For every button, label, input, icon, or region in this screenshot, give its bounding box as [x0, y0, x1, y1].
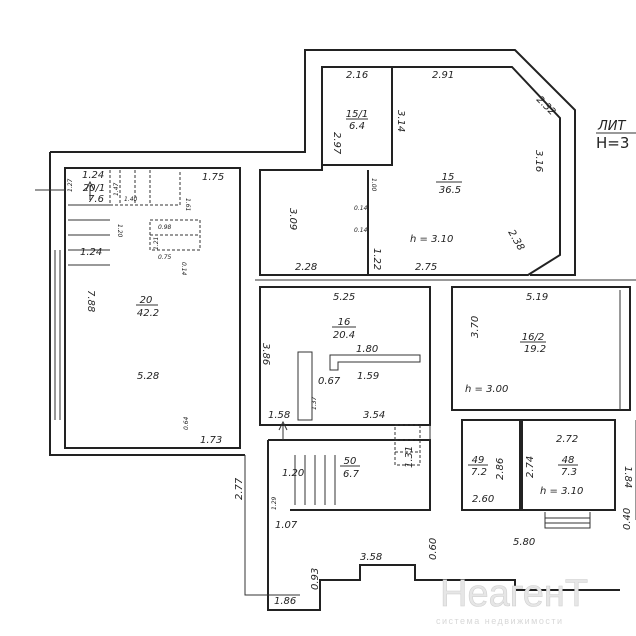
svg-text:5.80: 5.80 [513, 537, 535, 548]
svg-text:1.07: 1.07 [275, 520, 298, 531]
svg-text:1.00: 1.00 [370, 178, 377, 192]
svg-text:h = 3.10: h = 3.10 [540, 486, 583, 497]
svg-text:1.37: 1.37 [311, 396, 318, 410]
svg-text:0.14: 0.14 [180, 262, 187, 276]
svg-text:16/2: 16/2 [522, 332, 544, 343]
svg-text:1.31: 1.31 [404, 446, 415, 468]
svg-text:3.58: 3.58 [360, 552, 382, 563]
svg-text:0.40: 0.40 [622, 508, 633, 530]
room-15-1-label: 15/1 6.4 [346, 109, 368, 132]
svg-text:H=3: H=3 [596, 134, 629, 152]
svg-text:НеагенТ: НеагенТ [440, 573, 588, 615]
svg-text:2.28: 2.28 [295, 262, 317, 273]
svg-text:2.75: 2.75 [415, 262, 437, 273]
svg-text:0.14: 0.14 [354, 205, 368, 212]
svg-text:h = 3.10: h = 3.10 [410, 234, 453, 245]
svg-text:15: 15 [442, 172, 455, 183]
svg-text:48: 48 [562, 455, 575, 466]
stairs [35, 170, 591, 529]
svg-text:50: 50 [344, 456, 357, 467]
svg-text:1.20: 1.20 [282, 468, 304, 479]
svg-text:2.91: 2.91 [432, 70, 454, 81]
svg-text:5.28: 5.28 [137, 371, 159, 382]
svg-text:2.74: 2.74 [525, 456, 536, 478]
svg-text:7.2: 7.2 [471, 467, 487, 478]
room-48-label: 48 7.3 h = 3.10 [540, 455, 583, 497]
walls [49, 49, 636, 611]
svg-text:ЛИТ: ЛИТ [597, 119, 627, 134]
svg-text:3.09: 3.09 [287, 208, 298, 230]
svg-text:7.3: 7.3 [561, 467, 577, 478]
room-50-label: 50 6.7 [340, 456, 360, 480]
svg-text:2.32: 2.32 [534, 94, 558, 118]
room-20-1-label: 20/1 7.6 [83, 183, 105, 205]
svg-text:3.70: 3.70 [470, 316, 481, 338]
svg-text:1.61: 1.61 [184, 198, 191, 211]
svg-text:5.19: 5.19 [526, 292, 548, 303]
svg-text:49: 49 [472, 455, 485, 466]
svg-text:0.14: 0.14 [354, 227, 368, 234]
svg-text:1.27: 1.27 [67, 178, 74, 192]
svg-text:0.93: 0.93 [310, 568, 321, 590]
svg-text:1.20: 1.20 [116, 224, 123, 238]
room-16-label: 16 20.4 [332, 317, 356, 341]
svg-text:5.25: 5.25 [333, 292, 355, 303]
svg-text:7.6: 7.6 [88, 194, 104, 205]
svg-text:7.88: 7.88 [85, 290, 96, 312]
svg-text:36.5: 36.5 [439, 185, 461, 196]
svg-text:3.14: 3.14 [395, 110, 406, 132]
svg-text:0.60: 0.60 [428, 538, 439, 560]
svg-text:1.80: 1.80 [356, 344, 378, 355]
svg-text:19.2: 19.2 [524, 344, 546, 355]
svg-text:42.2: 42.2 [137, 308, 159, 319]
svg-text:2.60: 2.60 [472, 494, 494, 505]
watermark-logo: НеагенТ система недвижимости [436, 573, 588, 626]
svg-text:1.24: 1.24 [82, 170, 104, 181]
svg-text:0.75: 0.75 [158, 254, 172, 261]
room-15-label: 15 36.5 h = 3.10 [410, 172, 462, 245]
svg-text:6.7: 6.7 [343, 469, 360, 480]
svg-text:3.54: 3.54 [363, 410, 385, 421]
svg-text:6.4: 6.4 [349, 121, 365, 132]
svg-text:1.40: 1.40 [124, 196, 138, 203]
svg-text:0.64: 0.64 [183, 416, 190, 430]
svg-text:15/1: 15/1 [346, 109, 368, 120]
svg-text:1.84: 1.84 [622, 466, 633, 488]
svg-text:1.29: 1.29 [271, 496, 278, 510]
svg-text:2.16: 2.16 [346, 70, 368, 81]
svg-text:2.97: 2.97 [331, 132, 342, 155]
svg-text:3.86: 3.86 [260, 343, 271, 365]
svg-text:0.98: 0.98 [158, 224, 172, 231]
svg-text:2.77: 2.77 [234, 477, 245, 500]
title-block: ЛИТ H=3 [596, 119, 636, 152]
room-16-2-label: 16/2 19.2 h = 3.00 [465, 332, 546, 395]
svg-text:1.24: 1.24 [80, 247, 102, 258]
svg-text:3.16: 3.16 [533, 150, 544, 172]
room-49-label: 49 7.2 [468, 455, 488, 478]
svg-text:h = 3.00: h = 3.00 [465, 384, 508, 395]
svg-text:16: 16 [338, 317, 351, 328]
svg-text:1.73: 1.73 [200, 435, 222, 446]
svg-text:1.21: 1.21 [153, 237, 160, 250]
svg-text:1.75: 1.75 [202, 172, 224, 183]
svg-text:1.22: 1.22 [371, 248, 382, 270]
svg-text:1.86: 1.86 [274, 596, 296, 607]
svg-text:2.38: 2.38 [505, 228, 526, 253]
room-20-label: 20 42.2 [136, 295, 159, 319]
svg-text:1.58: 1.58 [268, 410, 290, 421]
svg-text:0.67: 0.67 [318, 376, 341, 387]
svg-text:1.59: 1.59 [357, 371, 379, 382]
svg-text:20.4: 20.4 [333, 330, 355, 341]
svg-text:2.86: 2.86 [495, 458, 506, 480]
svg-text:система недвижимости: система недвижимости [436, 616, 563, 626]
svg-text:1.47: 1.47 [113, 182, 120, 196]
svg-text:20: 20 [140, 295, 153, 306]
svg-text:2.72: 2.72 [556, 434, 578, 445]
svg-text:20/1: 20/1 [83, 183, 105, 194]
dimension-labels: 1.24 1.27 1.47 1.40 1.75 1.61 1.20 1.24 … [67, 70, 633, 607]
